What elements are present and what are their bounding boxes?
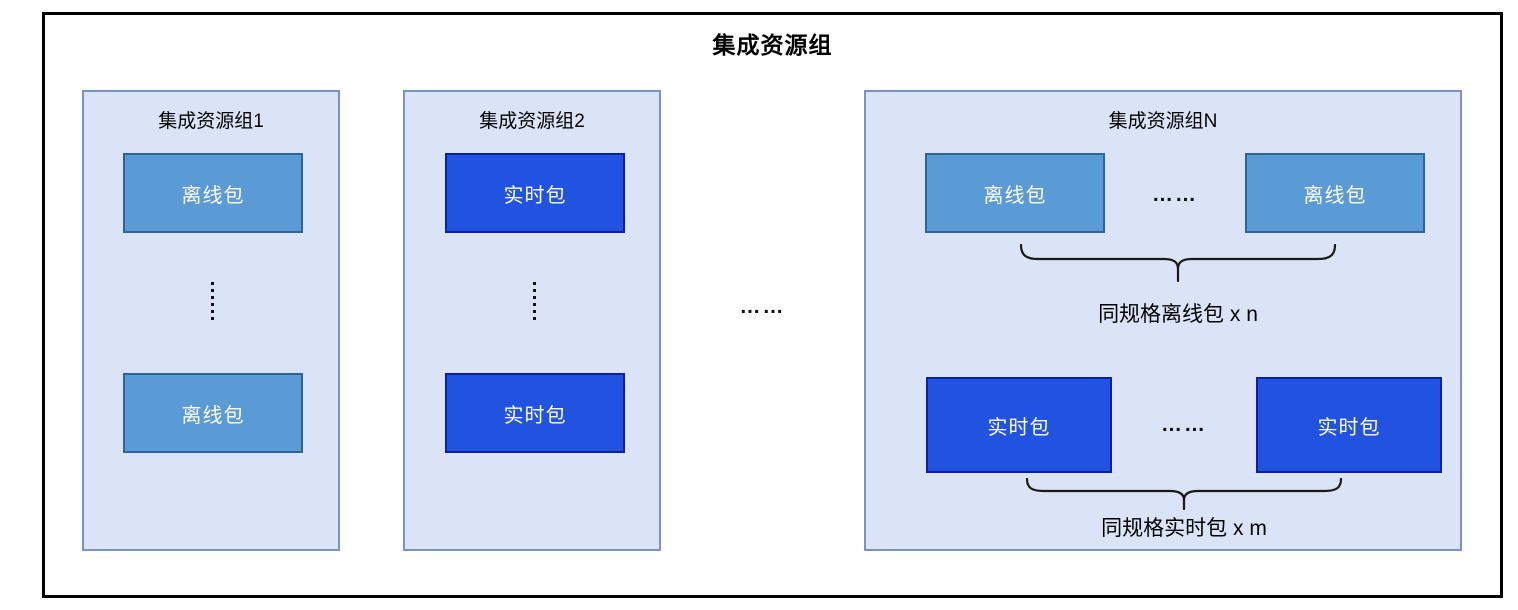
resource-group-1-title: 集成资源组1 — [158, 111, 264, 132]
offline-package-box: 离线包 — [123, 373, 303, 453]
diagram-title: 集成资源组 — [712, 32, 833, 58]
resource-group-1: 集成资源组1 离线包 离线包 — [82, 90, 340, 551]
realtime-package-label: 实时包 — [1317, 416, 1381, 439]
offline-package-label: 离线包 — [983, 184, 1047, 207]
groups-gap-ellipsis: …… — [739, 295, 786, 318]
realtime-package-box: 实时包 — [926, 377, 1112, 473]
vertical-ellipsis — [533, 282, 537, 320]
offline-package-box: 离线包 — [123, 153, 303, 233]
realtime-package-label: 实时包 — [987, 416, 1051, 439]
offline-underbrace — [1018, 244, 1338, 282]
realtime-underbrace — [1024, 478, 1344, 510]
realtime-row-ellipsis: …… — [1161, 413, 1207, 436]
realtime-count-label: 同规格实时包 x m — [1101, 517, 1267, 540]
offline-package-label: 离线包 — [1303, 184, 1367, 207]
resource-group-n-title: 集成资源组N — [1108, 111, 1218, 132]
resource-group-2: 集成资源组2 实时包 实时包 — [403, 90, 661, 551]
realtime-package-label: 实时包 — [503, 184, 567, 207]
resource-group-2-title: 集成资源组2 — [479, 111, 585, 132]
realtime-package-box: 实时包 — [1256, 377, 1442, 473]
vertical-ellipsis — [211, 282, 215, 320]
realtime-package-box: 实时包 — [445, 373, 625, 453]
resource-group-n: 集成资源组N 离线包 …… 离线包 同规格离线包 x n 实时包 …… 实时包 — [864, 90, 1462, 551]
offline-count-label: 同规格离线包 x n — [1098, 303, 1258, 326]
offline-row-ellipsis: …… — [1152, 183, 1198, 206]
offline-package-label: 离线包 — [181, 184, 245, 207]
realtime-package-label: 实时包 — [503, 404, 567, 427]
realtime-package-box: 实时包 — [445, 153, 625, 233]
offline-package-box: 离线包 — [1245, 153, 1425, 233]
offline-package-label: 离线包 — [181, 404, 245, 427]
offline-package-box: 离线包 — [925, 153, 1105, 233]
